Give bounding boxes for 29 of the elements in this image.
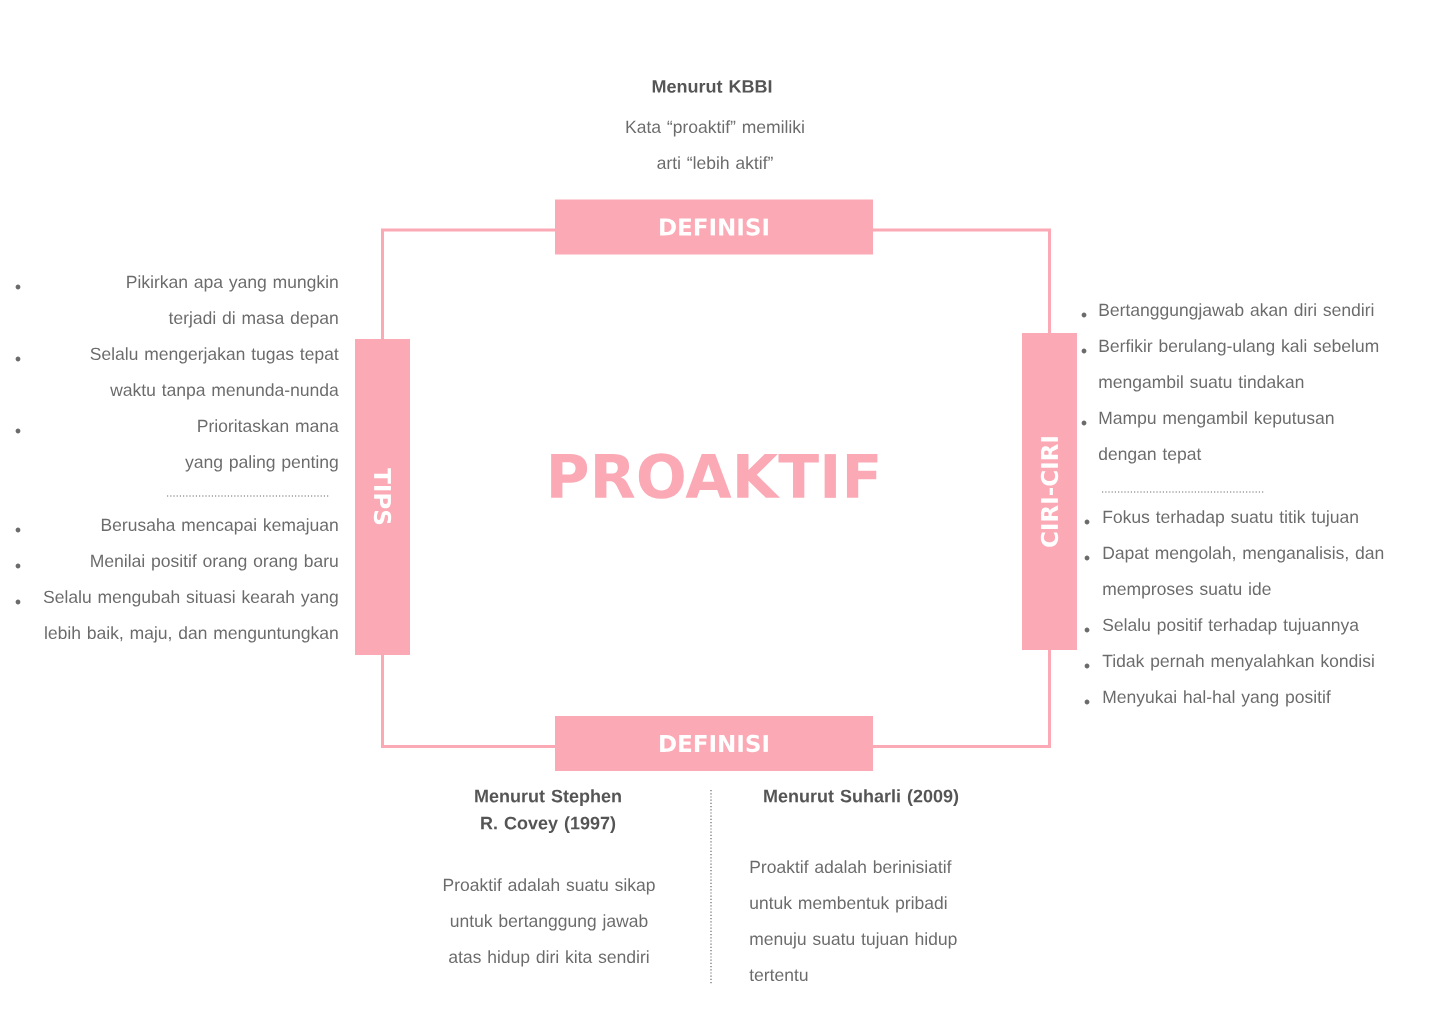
heading: Menurut Suharli (2009) — [764, 789, 959, 806]
list-item: Bertanggungjawab akan diri sendiri — [1099, 303, 1374, 320]
list-item: Selalu mengubah situasi kearah yang lebih baik, maju, dan menguntungkan — [43, 590, 338, 643]
list-item: Fokus terhadap suatu titik tujuan — [1103, 510, 1358, 527]
label-box: CIRI-CIRI — [1022, 333, 1077, 650]
list-item: Pikirkan apa yang mungkin terjadi di masa depan — [127, 275, 338, 328]
list-item: Tidak pernah menyalahkan kondisi — [1102, 654, 1374, 671]
description-text: Proaktif adalah berinisiatif untuk membentuk pribadi menuju suatu tujuan hidup tertentu — [749, 860, 957, 982]
heading: Menurut Stephen R. Covey (1997) — [475, 789, 621, 833]
list-item: Berusaha mencapai kemajuan — [101, 518, 338, 535]
list-item: Menyukai hal-hal yang positif — [1103, 690, 1331, 707]
connector-line — [873, 228, 1051, 333]
connector-line — [381, 655, 555, 748]
heading: Menurut KBBI — [652, 80, 772, 93]
list-item: Selalu positif terhadap tujuannya — [1103, 618, 1359, 635]
label-box: DEFINISI — [555, 199, 873, 255]
list-item: Prioritaskan mana yang paling penting — [185, 419, 339, 472]
connector-line — [873, 650, 1051, 748]
list-item: Dapat mengolah, menganalisis, dan memproses suatu ide — [1103, 546, 1384, 599]
list-item: Berfikir berulang-ulang kali sebelum mengambil suatu tindakan — [1099, 339, 1379, 392]
list-item: Mampu mengambil keputusan dengan tepat — [1098, 411, 1334, 464]
label-box: TIPS — [355, 339, 410, 655]
description-text: Proaktif adalah suatu sikap untuk bertanggung jawab atas hidup diri kita sendiri — [443, 878, 655, 967]
connector-line — [381, 228, 555, 339]
title: PROAKTIF — [551, 453, 878, 499]
list-item: Menilai positif orang orang baru — [91, 554, 338, 571]
label-box: DEFINISI — [555, 716, 873, 771]
description-text: Kata “proaktif” memiliki arti “lebih aktif” — [626, 120, 804, 170]
list-item: Selalu mengerjakan tugas tepat waktu tanpa menunda-nunda — [90, 347, 339, 400]
